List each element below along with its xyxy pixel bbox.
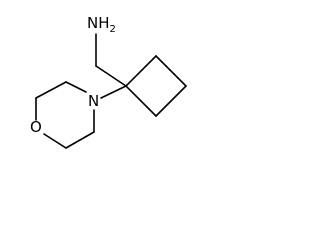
- bond-cq-n: [100, 85, 127, 99]
- bond-n-c-upper: [65, 81, 87, 93]
- nh2-label: NH: [87, 14, 110, 32]
- chemical-structure: NH2 N O: [30, 14, 187, 149]
- bond-o-c-lower: [43, 133, 67, 149]
- bond-c3-c4: [155, 85, 187, 117]
- bond-ch2-cq: [95, 65, 127, 87]
- bond-c4-cq: [125, 85, 157, 117]
- bond-c-lower-c-right: [65, 131, 95, 149]
- bonds: [35, 33, 187, 149]
- bond-c2-c3: [155, 55, 187, 87]
- bond-c-upper-c-left: [35, 81, 67, 99]
- atom-label-n: N: [88, 92, 99, 110]
- bond-cq-c2: [125, 55, 157, 87]
- atom-label-o: O: [30, 118, 42, 136]
- atom-labels: NH2 N O: [30, 14, 116, 136]
- nh2-subscript: 2: [110, 24, 116, 35]
- atom-label-nh2: NH2: [87, 14, 116, 35]
